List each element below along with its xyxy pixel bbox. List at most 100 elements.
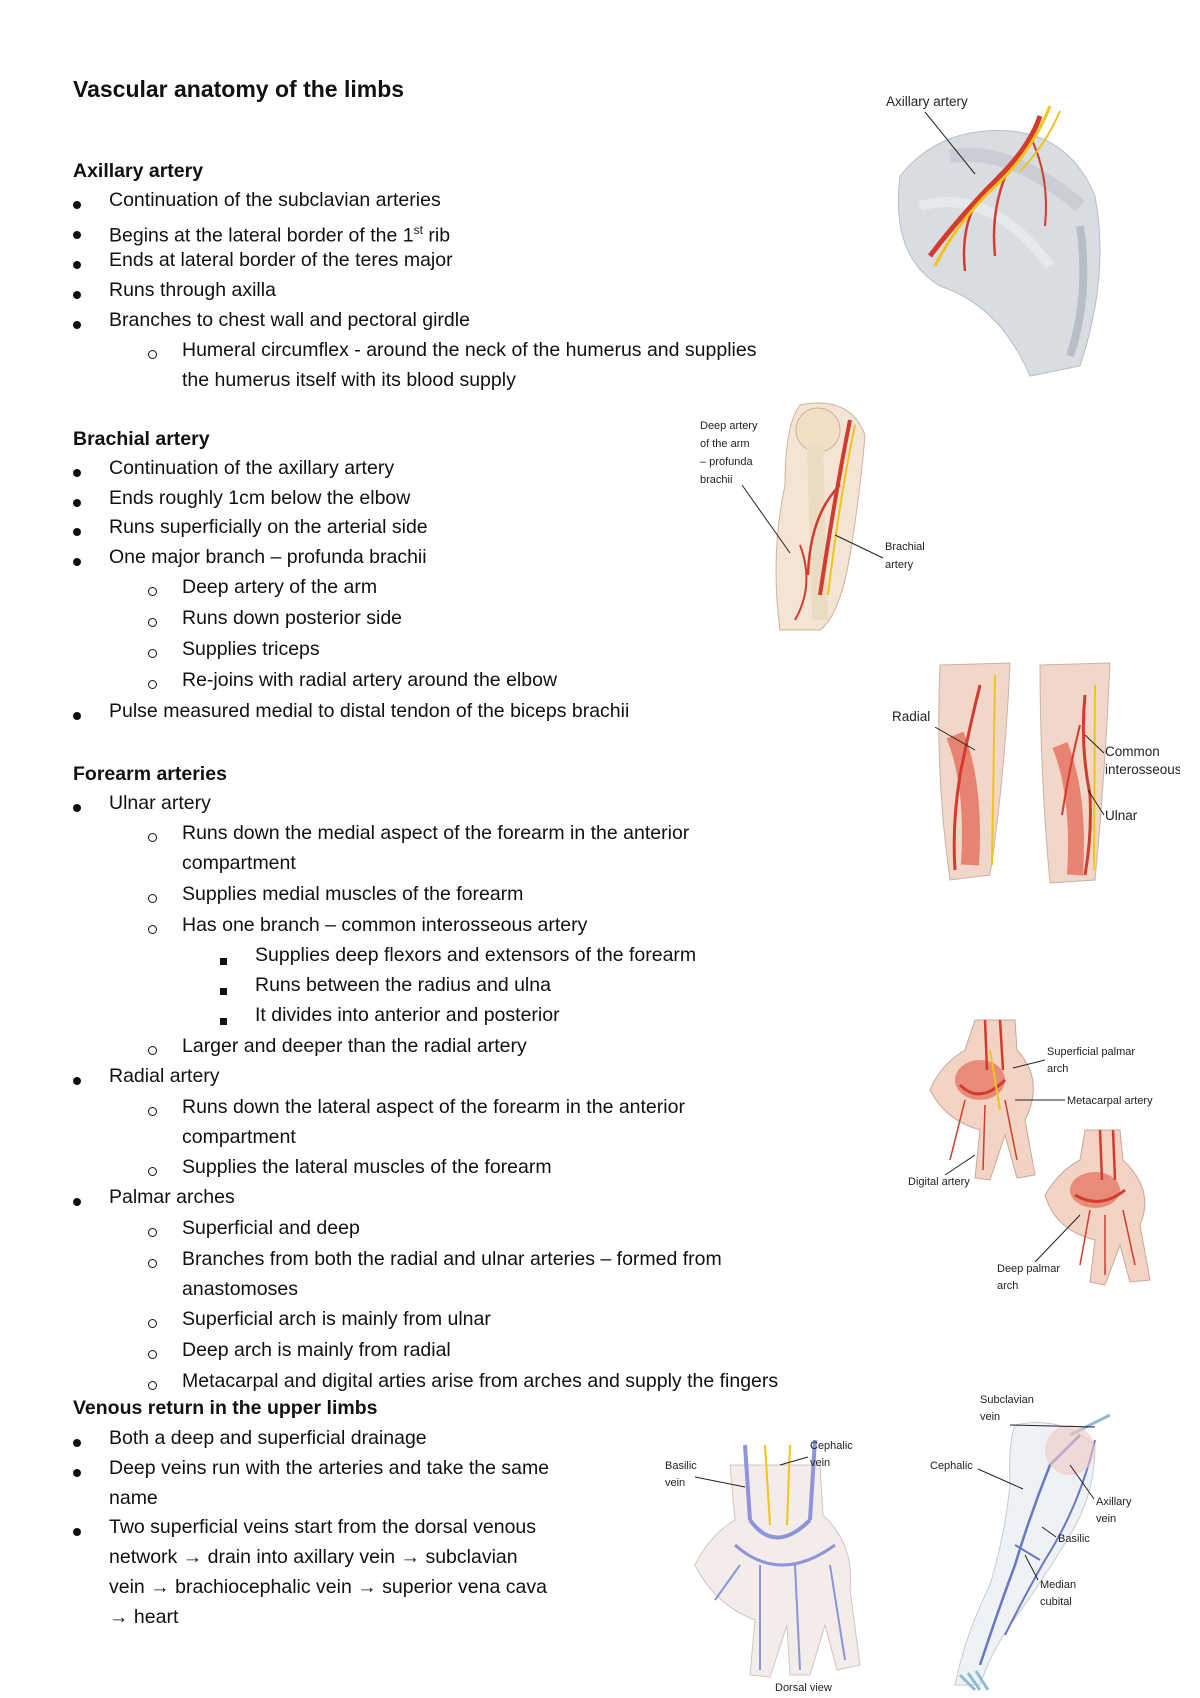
list-item-cont: → heart [109, 1606, 179, 1628]
superficial-palmar-arch-label-l2: arch [1047, 1063, 1068, 1075]
upper-limb-veins-figure: Subclavian vein Cephalic Axillary vein B… [930, 1394, 1132, 1692]
section-heading-venous: Venous return in the upper limbs [73, 1397, 378, 1419]
metacarpal-artery-label: Metacarpal artery [1067, 1095, 1153, 1107]
bullet-circle [148, 1224, 157, 1240]
common-interosseous-label-l2: interosseous [1105, 762, 1180, 777]
bullet-circle [148, 1103, 157, 1119]
ulnar-label: Ulnar [1105, 808, 1138, 823]
bullet-circle [148, 614, 157, 630]
digital-artery-label: Digital artery [908, 1176, 970, 1188]
sub-list-item: Superficial arch is mainly from ulnar [182, 1308, 491, 1330]
bullet-disc [73, 316, 81, 332]
sub-list-item-cont: compartment [182, 1126, 296, 1148]
bullet-square [220, 952, 227, 968]
basilic-label: Basilic [1058, 1533, 1090, 1545]
list-item: Radial artery [109, 1065, 220, 1087]
bullet-circle [148, 1042, 157, 1058]
deep-artery-label-l3: – profunda [700, 456, 753, 468]
list-item: Runs through axilla [109, 279, 276, 301]
forearm-arteries-figure: Radial Common interosseous Ulnar [892, 662, 1180, 884]
sub-list-item-cont: anastomoses [182, 1278, 298, 1300]
sub-list-item: Humeral circumflex - around the neck of … [182, 339, 757, 361]
list-item: Branches to chest wall and pectoral gird… [109, 309, 470, 331]
sub-list-item: Deep arch is mainly from radial [182, 1339, 451, 1361]
list-item: Deep veins run with the arteries and tak… [109, 1457, 550, 1479]
bullet-disc [73, 1464, 81, 1480]
sub-list-item: Superficial and deep [182, 1217, 360, 1239]
list-item-cont: name [109, 1487, 158, 1509]
sub-list-item: Runs down the lateral aspect of the fore… [182, 1096, 685, 1118]
axillary-artery-figure: Axillary artery [886, 94, 1101, 377]
arrow-icon: → [182, 1546, 203, 1568]
brachial-label-l2: artery [885, 559, 914, 571]
bullet-disc [73, 1193, 81, 1209]
subclavian-vein-label-l2: vein [980, 1411, 1000, 1423]
list-item: Begins at the lateral border of the 1st … [109, 223, 451, 247]
palmar-arches-figure: Superficial palmar arch Metacarpal arter… [908, 1019, 1153, 1292]
section-heading-forearm: Forearm arteries [73, 763, 227, 785]
bullet-circle [148, 583, 157, 599]
median-cubital-label-l2: cubital [1040, 1596, 1072, 1608]
bullet-disc [73, 1523, 81, 1539]
bullet-disc [73, 286, 81, 302]
sub-list-item: Larger and deeper than the radial artery [182, 1035, 527, 1057]
list-item-cont: network → drain into axillary vein → sub… [109, 1546, 518, 1568]
list-item: Ends at lateral border of the teres majo… [109, 249, 453, 271]
basilic-vein-label-l1: Basilic [665, 1460, 697, 1472]
bullet-circle [148, 1163, 157, 1179]
bullet-disc [73, 196, 81, 212]
superficial-palmar-arch-label-l1: Superficial palmar [1047, 1046, 1135, 1058]
list-item-cont: vein → brachiocephalic vein → superior v… [109, 1576, 547, 1598]
list-item: Palmar arches [109, 1186, 235, 1208]
sub-sub-list-item: It divides into anterior and posterior [255, 1004, 560, 1026]
subclavian-vein-label-l1: Subclavian [980, 1394, 1034, 1406]
list-item: One major branch – profunda brachii [109, 546, 427, 568]
cephalic-vein-label-l2: vein [810, 1457, 830, 1469]
bullet-disc [73, 226, 81, 242]
bullet-disc [73, 256, 81, 272]
list-item: Continuation of the axillary artery [109, 457, 395, 479]
deep-artery-label-l4: brachii [700, 474, 732, 486]
bullet-square [220, 1012, 227, 1028]
bullet-circle [148, 829, 157, 845]
sub-list-item-cont: the humerus itself with its blood supply [182, 369, 516, 391]
sub-sub-list-item: Supplies deep flexors and extensors of t… [255, 944, 697, 966]
bullet-circle [148, 676, 157, 692]
sub-list-item: Supplies the lateral muscles of the fore… [182, 1156, 552, 1178]
sub-list-item: Deep artery of the arm [182, 576, 378, 598]
page-title: Vascular anatomy of the limbs [73, 76, 405, 102]
bullet-circle [148, 1255, 157, 1271]
sub-sub-list-item: Runs between the radius and ulna [255, 974, 551, 996]
common-interosseous-label-l1: Common [1105, 744, 1160, 759]
arrow-icon: → [357, 1576, 377, 1598]
sub-list-item: Runs down the medial aspect of the forea… [182, 822, 690, 844]
bullet-circle [148, 921, 157, 937]
basilic-vein-label-l2: vein [665, 1477, 685, 1489]
list-item: Both a deep and superficial drainage [109, 1427, 427, 1449]
bullet-disc [73, 1072, 81, 1088]
arrow-icon: → [150, 1576, 170, 1598]
axillary-artery-label: Axillary artery [886, 94, 968, 109]
list-item: Continuation of the subclavian arteries [109, 189, 441, 211]
cephalic-label: Cephalic [930, 1460, 973, 1472]
bullet-disc [73, 799, 81, 815]
sub-list-item: Runs down posterior side [182, 607, 403, 629]
sub-list-item: Branches from both the radial and ulnar … [182, 1248, 722, 1270]
dorsal-veins-figure: Basilic vein Cephalic vein Dorsal view [665, 1439, 861, 1694]
deep-artery-label-l1: Deep artery [700, 420, 758, 432]
list-item: Two superficial veins start from the dor… [109, 1516, 537, 1538]
brachial-label-l1: Brachial [885, 541, 925, 553]
sub-list-item: Supplies triceps [182, 638, 320, 660]
bullet-disc [73, 494, 81, 510]
deep-artery-label-l2: of the arm [700, 438, 750, 450]
list-item: Pulse measured medial to distal tendon o… [109, 700, 630, 722]
list-item: Ulnar artery [109, 792, 211, 814]
brachial-artery-figure: Deep artery of the arm – profunda brachi… [700, 402, 925, 631]
sub-list-item: Re-joins with radial artery around the e… [182, 669, 558, 691]
sub-list-item: Supplies medial muscles of the forearm [182, 883, 524, 905]
cephalic-vein-label-l1: Cephalic [810, 1440, 853, 1452]
bullet-circle [148, 645, 157, 661]
bullet-circle [148, 1377, 157, 1393]
bullet-circle [148, 346, 157, 362]
